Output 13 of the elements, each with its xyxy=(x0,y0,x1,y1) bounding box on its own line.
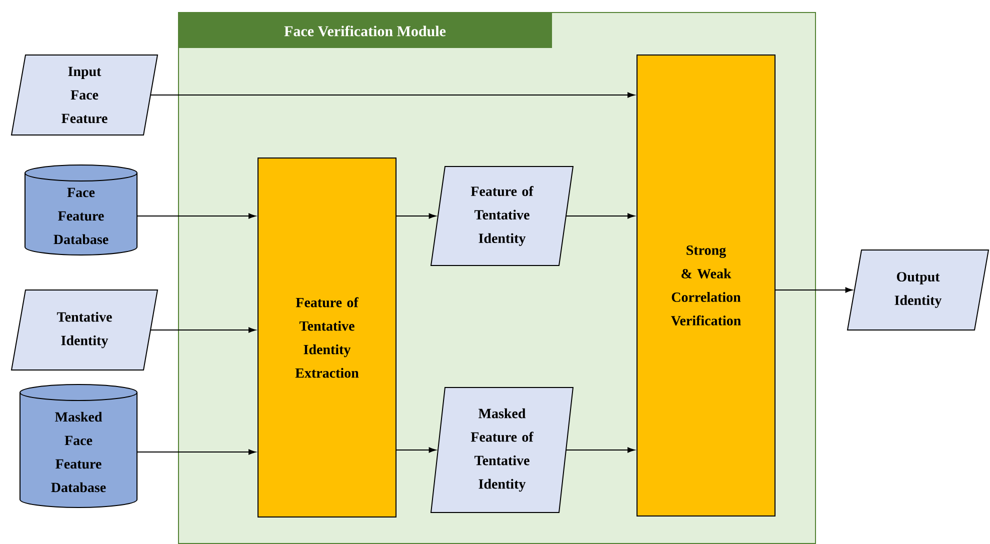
arrow xyxy=(136,449,256,455)
arrow xyxy=(396,213,436,219)
process-box: Strong & Weak Correlation Verification xyxy=(636,54,776,516)
arrow xyxy=(150,327,256,333)
process-box: Feature of Tentative Identity Extraction xyxy=(258,158,396,518)
arrow xyxy=(566,447,635,453)
database-cylinder: Masked Face Feature Database xyxy=(20,384,138,508)
arrow xyxy=(396,447,436,453)
arrow xyxy=(136,213,256,219)
arrow xyxy=(775,287,852,293)
arrow xyxy=(566,213,635,219)
arrow xyxy=(150,92,635,98)
database-cylinder: Face Feature Database xyxy=(24,164,138,256)
